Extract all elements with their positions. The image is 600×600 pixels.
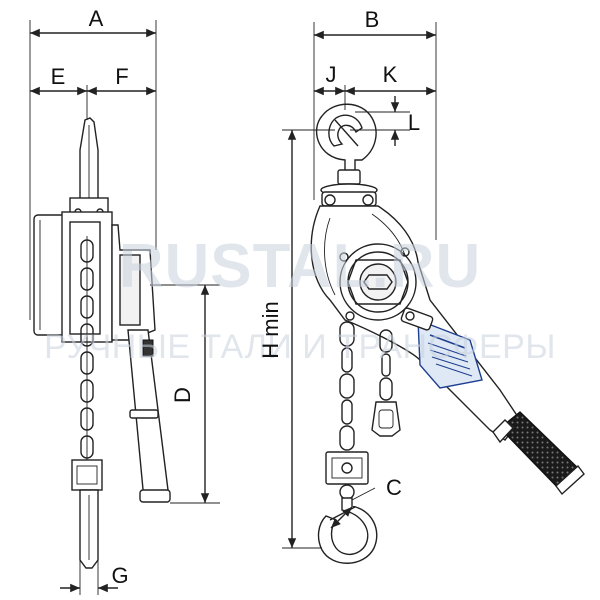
dim-label-l: L [408,110,420,135]
dim-label-b: B [365,7,380,32]
load-chain [339,321,355,451]
dimension-labels: A E F D G B J K L H min C [51,6,420,588]
dim-label-j: J [326,62,337,87]
dim-label-f: F [115,64,128,89]
bottom-block [325,451,369,500]
dim-label-g: G [111,563,128,588]
watermark-line-1: RUSTAL.RU [119,232,482,301]
dim-label-d: D [170,387,195,403]
lever-grip [492,411,585,496]
dim-label-a: A [89,6,104,31]
side-view [33,117,171,569]
dimension-lines [29,20,437,595]
dim-label-c: C [386,475,402,500]
dim-label-e: E [51,64,66,89]
dim-label-k: K [383,62,398,87]
watermark-line-2: РУЧНЫЕ ТАЛИ И ТРАНСФЕРЫ [44,328,556,366]
side-chain [80,236,94,460]
slack-chain [371,329,401,437]
watermark: RUSTAL.RU РУЧНЫЕ ТАЛИ И ТРАНСФЕРЫ [44,232,556,366]
front-view [310,103,585,564]
spec-label-plate [417,318,483,389]
dim-label-h-min: H min [258,301,283,358]
selector-lever [400,307,434,331]
